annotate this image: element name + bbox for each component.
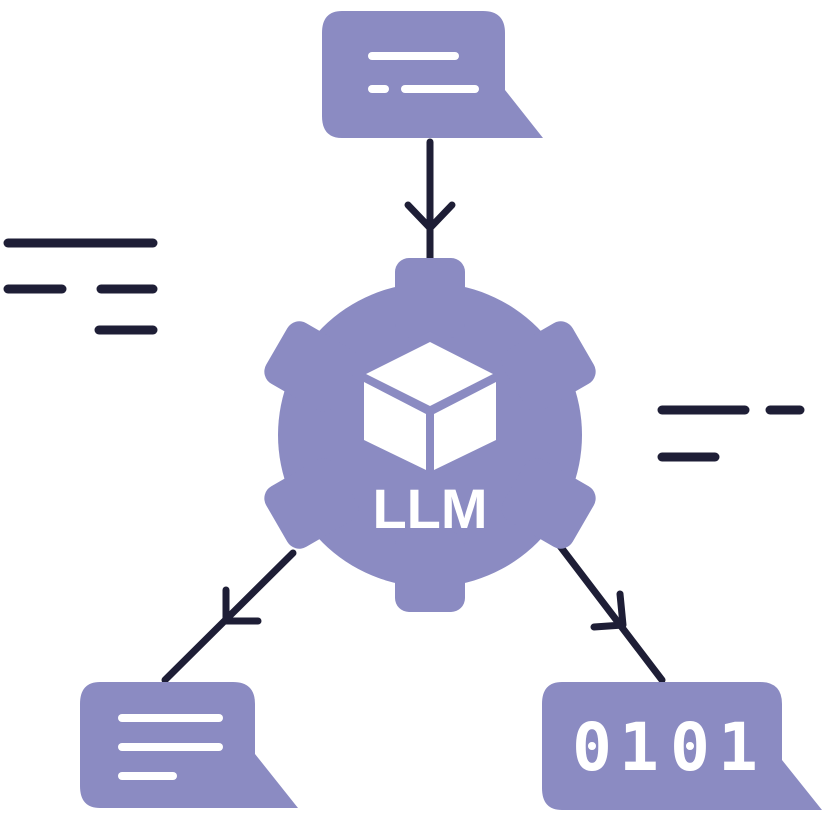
llm-label: LLM: [372, 477, 487, 540]
binary-digit: 1: [718, 709, 758, 786]
binary-digit: 0: [572, 709, 612, 786]
decorative-lines-right: [657, 405, 805, 462]
chat-bubble-icon: [322, 11, 543, 138]
cube-icon: [364, 342, 496, 470]
input-message-bubble: [322, 11, 543, 138]
text-lines-icon: [368, 52, 479, 93]
arrow-input-to-llm: [404, 138, 456, 262]
llm-gear: LLM: [264, 258, 596, 612]
binary-digit: 0: [670, 709, 710, 786]
gear-icon: [264, 258, 596, 612]
decorative-lines-left: [3, 238, 158, 335]
output-binary-bubble: 0 1 0 1: [542, 682, 822, 810]
arrow-llm-to-text-output: [161, 549, 297, 684]
binary-digit: 1: [619, 709, 659, 786]
output-text-bubble: [80, 682, 298, 808]
text-lines-icon: [118, 714, 223, 780]
connectors: [161, 138, 666, 684]
binary-data-icon: [542, 682, 822, 810]
arrow-llm-to-binary-output: [556, 542, 666, 684]
